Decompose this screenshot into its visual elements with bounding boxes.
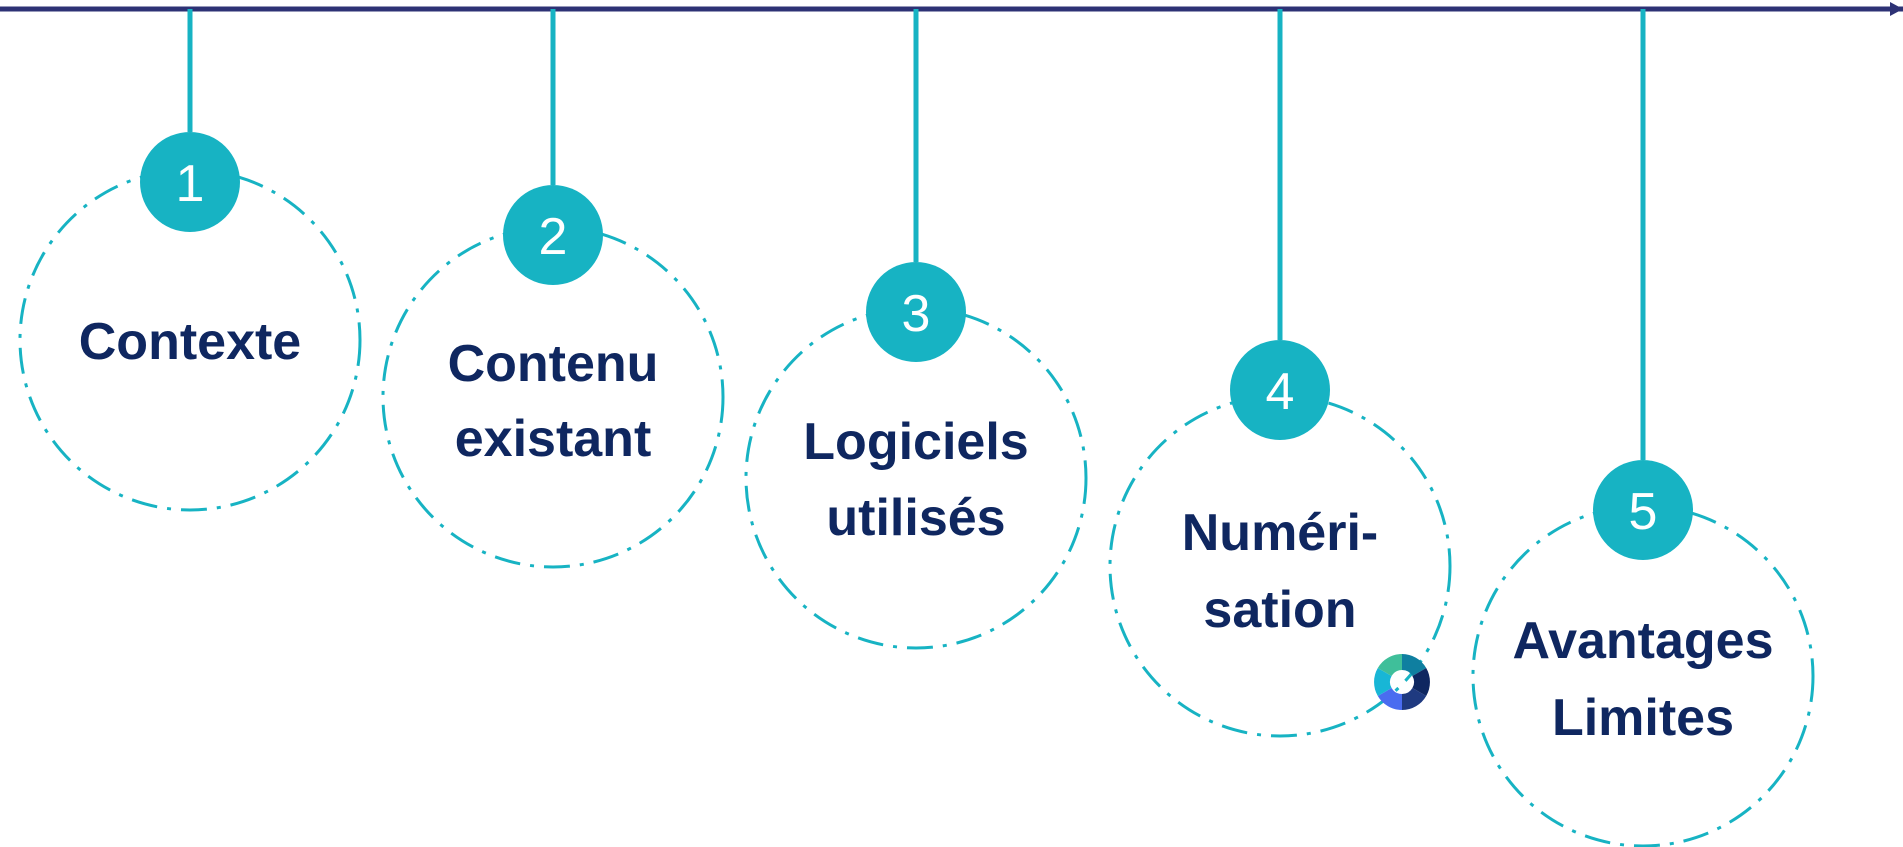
step-4-badge [1230,340,1330,440]
step-5-badge [1593,460,1693,560]
step-5-number: 5 [1629,483,1658,541]
step-4-dashed-circle [1108,394,1452,738]
step-3: 3 Logiciels utilisés [744,9,1088,650]
step-2: 2 Contenu existant [381,9,725,569]
step-2-label-line-1: Contenu [448,335,659,393]
timeline-arrow-icon [1890,2,1903,16]
step-1-badge [140,132,240,232]
cycle-ring-icon [1374,654,1430,710]
step-5: 5 Avantages Limites [1471,9,1815,847]
step-4-label-line-2: sation [1203,581,1356,639]
step-1: 1 Contexte [18,9,362,512]
step-4-number: 4 [1266,363,1295,421]
step-2-number: 2 [539,208,568,266]
step-5-label-line-2: Limites [1552,689,1734,747]
step-4-label-line-1: Numéri- [1182,504,1378,562]
step-1-number: 1 [176,155,205,213]
step-2-badge [503,185,603,285]
step-3-number: 3 [902,285,931,343]
step-3-label-line-1: Logiciels [803,413,1028,471]
step-3-label-line-2: utilisés [826,489,1005,547]
step-5-label-line-1: Avantages [1512,612,1773,670]
step-2-label-line-2: existant [455,410,652,468]
step-1-label: Contexte [79,313,301,371]
step-4: 4 Numéri- sation [1108,9,1452,738]
step-3-badge [866,262,966,362]
